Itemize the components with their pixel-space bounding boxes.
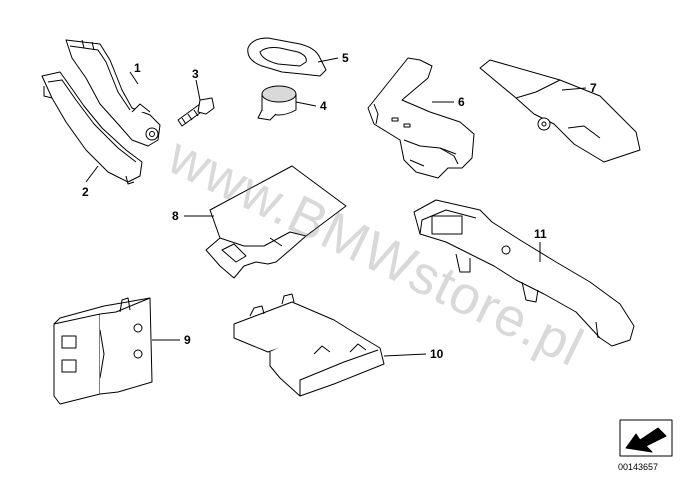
callout-8: 8 — [172, 209, 179, 223]
callout-6: 6 — [458, 95, 465, 109]
part-2-bracket — [41, 71, 143, 185]
part-9-connector — [53, 297, 153, 405]
part-6-bracket — [367, 57, 475, 179]
part-10-duct — [233, 293, 385, 397]
part-1-bracket — [65, 39, 161, 147]
part-7-plate — [479, 59, 641, 163]
callout-10: 10 — [430, 347, 444, 361]
callout-5: 5 — [342, 51, 349, 65]
callout-2: 2 — [82, 185, 89, 199]
callout-9: 9 — [184, 333, 191, 347]
arrow-down-left-icon — [619, 419, 673, 457]
callout-1: 1 — [134, 61, 141, 75]
leader-lines — [85, 57, 587, 357]
part-11-carrier — [413, 199, 635, 347]
callout-7: 7 — [590, 81, 597, 95]
part-8-bracket — [205, 165, 347, 279]
diagram-id: 00143657 — [618, 462, 659, 472]
callout-4: 4 — [320, 99, 327, 113]
part-5-gasket — [247, 37, 327, 77]
callout-3: 3 — [192, 67, 199, 81]
callout-11: 11 — [534, 227, 547, 241]
part-4-clip — [257, 85, 297, 121]
part-3-screw — [177, 97, 215, 127]
